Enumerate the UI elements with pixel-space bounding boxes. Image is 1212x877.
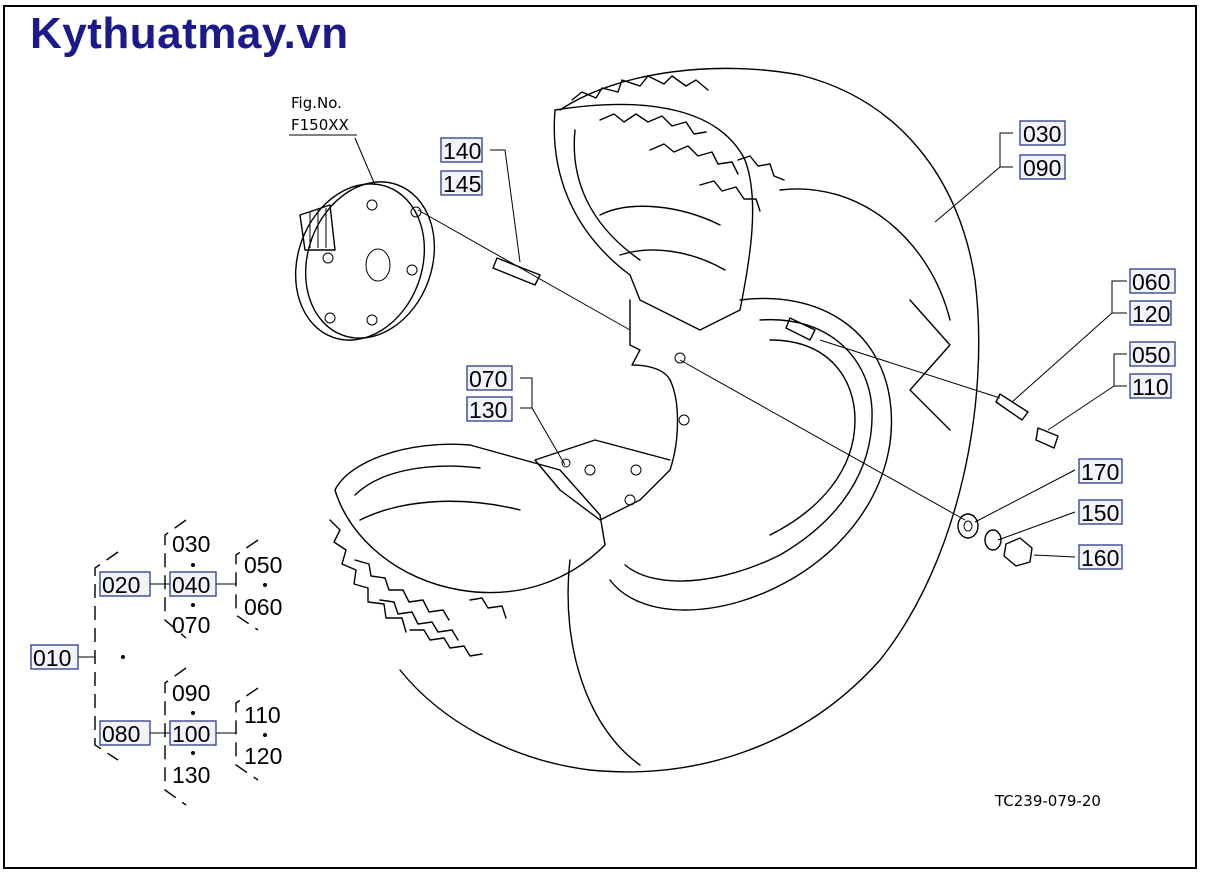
tire-outline [399, 67, 980, 773]
callout-130: 130 [469, 397, 507, 423]
callout-050: 050 [1132, 342, 1170, 368]
tree-a-sub-item-2: 060 [244, 594, 282, 620]
drawing-code: TC239-079-20 [994, 792, 1101, 810]
callout-140: 140 [443, 138, 481, 164]
figure-ref-line1: Fig.No. [291, 94, 342, 112]
drawing-frame [3, 5, 1197, 869]
callout-060: 060 [1132, 269, 1170, 295]
tree-b-sub-item-2: 120 [244, 743, 282, 769]
tree-b-item-2: 130 [172, 762, 210, 788]
upper-tread-section [553, 75, 785, 331]
tree-branch-a-sub: 040 [172, 572, 210, 598]
callout-030: 030 [1023, 121, 1061, 147]
callout-150: 150 [1081, 500, 1119, 526]
callout-160: 160 [1081, 545, 1119, 571]
callout-120: 120 [1132, 301, 1170, 327]
hardware-parts [492, 257, 1059, 567]
tree-root: 010 [33, 645, 71, 671]
tree-b-item-1: 090 [172, 680, 210, 706]
figure-ref-line2: F150XX [291, 116, 349, 134]
tree-branch-b-sub: 100 [172, 721, 210, 747]
callout-145: 145 [443, 171, 481, 197]
callout-070: 070 [469, 366, 507, 392]
callout-090: 090 [1023, 155, 1061, 181]
tree-b-sub-item-1: 110 [244, 702, 281, 728]
leader-lines [354, 132, 1127, 558]
tree-a-item-1: 030 [172, 531, 210, 557]
callout-170: 170 [1081, 459, 1119, 485]
tree-a-item-2: 070 [172, 612, 210, 638]
assembly-tree: 010 020 040 030 070 050 060 080 100 090 … [30, 519, 282, 806]
watermark: Kythuatmay.vn [30, 9, 349, 58]
lower-tread-section [329, 443, 606, 657]
callout-labels: 140 145 030 090 060 120 050 110 070 130 … [289, 94, 1176, 810]
tree-branch-b: 080 [102, 721, 140, 747]
tree-a-sub-item-1: 050 [244, 552, 282, 578]
callout-110: 110 [1132, 374, 1169, 400]
hub-flange [294, 181, 436, 341]
tree-branch-a: 020 [102, 572, 140, 598]
rim-disc [534, 299, 690, 521]
